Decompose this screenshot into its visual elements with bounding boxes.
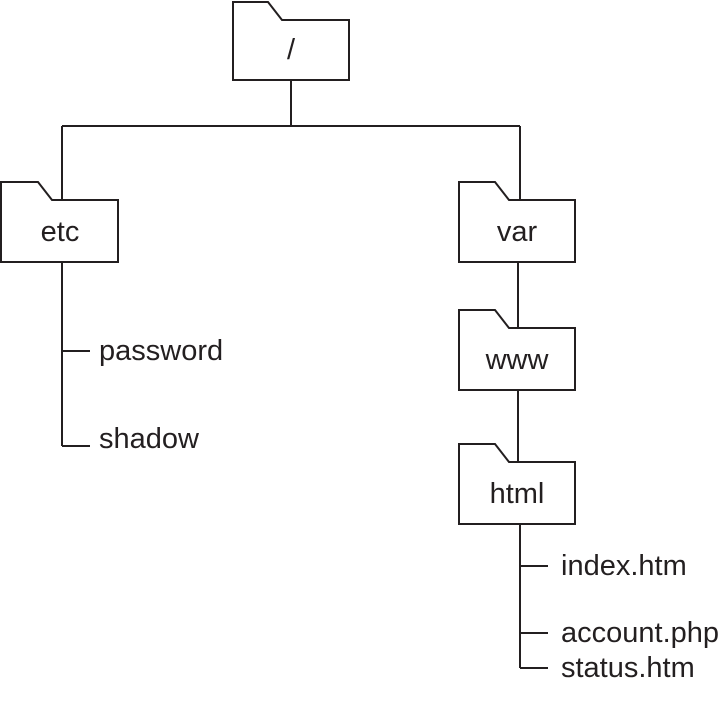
folder-var-label: var (497, 216, 538, 248)
tree-connectors (61, 80, 548, 669)
folder-icon (458, 309, 576, 391)
folder-www-label: www (485, 344, 550, 376)
folder-etc-label: etc (41, 216, 80, 248)
file-password[interactable]: password (99, 335, 223, 367)
folder-root-label: / (287, 34, 296, 66)
folder-var[interactable]: var (458, 181, 576, 263)
folder-html[interactable]: html (458, 443, 576, 525)
folder-icon (232, 1, 350, 81)
folder-etc[interactable]: etc (0, 181, 119, 263)
folder-icon (0, 181, 119, 263)
folder-root[interactable]: / (232, 1, 350, 81)
folder-www[interactable]: www (458, 309, 576, 391)
file-account-php[interactable]: account.php (561, 617, 719, 649)
folder-icon (458, 181, 576, 263)
folder-html-label: html (490, 478, 545, 510)
file-shadow[interactable]: shadow (99, 423, 200, 455)
file-status-htm[interactable]: status.htm (561, 652, 695, 684)
folder-icon (458, 443, 576, 525)
file-index-htm[interactable]: index.htm (561, 550, 687, 582)
